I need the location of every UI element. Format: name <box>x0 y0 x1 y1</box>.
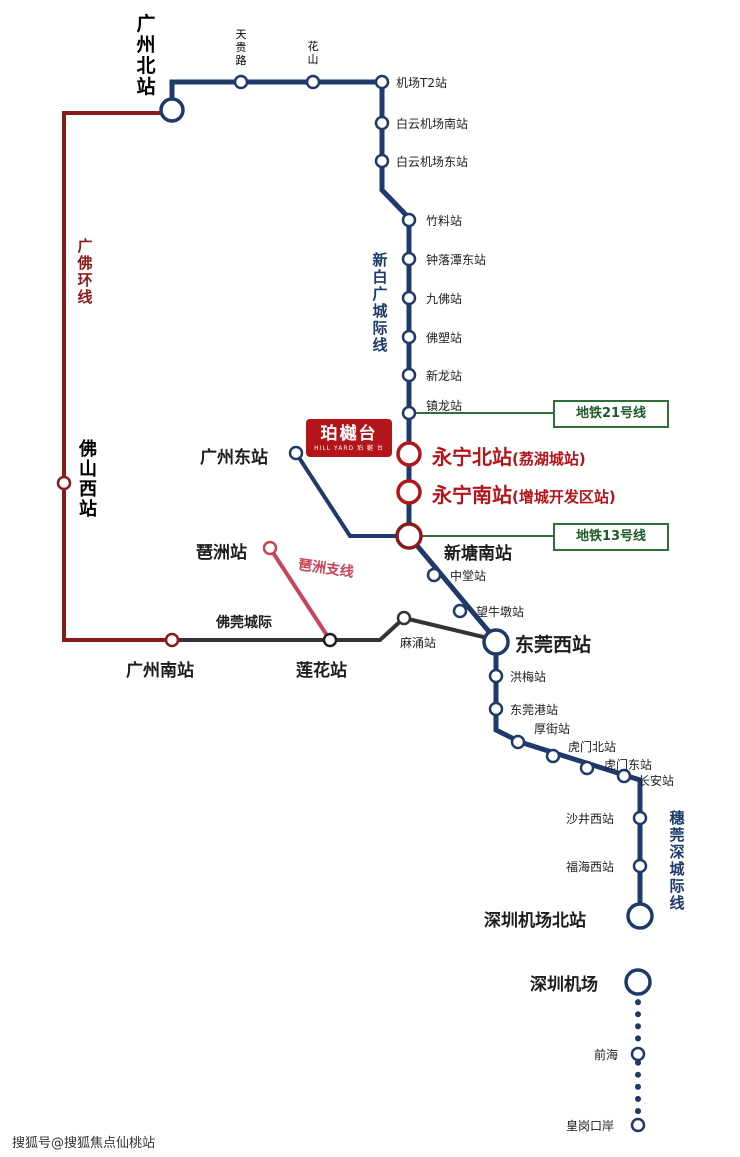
pazhou-label: 琶洲站 <box>196 543 247 563</box>
station-dot-dgxi <box>482 628 510 656</box>
station-dot-byjcdong <box>374 153 390 169</box>
wangniudun-label: 望牛墩站 <box>476 605 525 619</box>
station-dot-houjie <box>510 734 526 750</box>
xinlong-label: 新龙站 <box>426 369 463 383</box>
metro21-box: 地铁21号线 <box>553 400 669 428</box>
yongningbei-sub: (荔湖城站) <box>512 450 586 468</box>
station-dot-gzdong <box>288 445 304 461</box>
hongmei-label: 洪梅站 <box>510 670 547 684</box>
station-dot-huashan <box>305 74 321 90</box>
brand-name: 珀樾台 <box>320 424 378 444</box>
station-dot-hongmei <box>488 668 504 684</box>
south-line-label: 穗莞深城际线 <box>669 809 685 912</box>
station-dot-zhenlong <box>401 405 417 421</box>
changan-label: 长安站 <box>638 774 675 788</box>
brand-logo: 珀樾台 HILL YARD 珀 樾 台 <box>306 419 392 457</box>
station-dot-gzbei <box>159 97 185 123</box>
zhongluotan-label: 钟落潭东站 <box>426 253 487 267</box>
station-dot-pazhou <box>262 540 278 556</box>
metro13-box: 地铁13号线 <box>553 523 669 551</box>
station-dot-byjcnan <box>374 115 390 131</box>
byjcdong-label: 白云机场东站 <box>396 155 469 169</box>
lianhua-label: 莲花站 <box>296 661 347 681</box>
foguan-line <box>172 615 497 642</box>
tianguilu-label: 天贵路 <box>235 28 247 67</box>
szjc-label: 深圳机场 <box>530 975 598 995</box>
station-dot-humendong <box>579 760 595 776</box>
loop-line-label: 广佛环线 <box>77 237 93 306</box>
brand-sub: HILL YARD 珀 樾 台 <box>314 445 384 452</box>
station-dot-shajingxi <box>632 810 648 826</box>
shajingxi-label: 沙井西站 <box>566 812 615 826</box>
pazhou-branch-line <box>268 546 332 642</box>
mayong-label: 麻涌站 <box>400 636 437 650</box>
houjie-label: 厚街站 <box>534 722 571 736</box>
fuhaixi-label: 福海西站 <box>566 860 615 874</box>
station-dot-szjc <box>624 968 652 996</box>
t2-label: 机场T2站 <box>396 76 447 90</box>
watermark: 搜狐号@搜狐焦点仙桃站 <box>12 1136 156 1151</box>
huanggang-label: 皇岗口岸 <box>566 1119 615 1133</box>
humenbei-label: 虎门北站 <box>568 740 617 754</box>
station-dot-xintangnan <box>395 522 423 550</box>
byjcnan-label: 白云机场南站 <box>396 117 469 131</box>
gzbei-label: 广州北站 <box>136 13 156 98</box>
zhuliao-label: 竹料站 <box>426 214 463 228</box>
yongningnan-label: 永宁南站(增城开发区站) <box>432 479 616 508</box>
station-dot-huanggang <box>630 1117 646 1133</box>
gzdong-label: 广州东站 <box>200 448 268 468</box>
fg-line-label: 佛莞城际 <box>216 615 272 631</box>
station-dot-zhuliao <box>401 212 417 228</box>
qianhai-label: 前海 <box>594 1048 619 1062</box>
station-dot-yongningnan <box>396 479 422 505</box>
station-dot-xinlong <box>401 367 417 383</box>
humendong-label: 虎门东站 <box>604 758 653 772</box>
station-dot-dggang <box>488 701 504 717</box>
gznan-label: 广州南站 <box>126 661 194 681</box>
huashan-label: 花山 <box>307 40 319 66</box>
station-dot-fosu <box>401 329 417 345</box>
station-dot-gznan <box>164 632 180 648</box>
fsxi-label: 佛山西站 <box>79 439 97 520</box>
station-dot-tianguilu <box>233 74 249 90</box>
station-dot-t2 <box>374 74 390 90</box>
station-dot-yongningbei <box>396 441 422 467</box>
dggang-label: 东莞港站 <box>510 703 559 717</box>
dgxi-label: 东莞西站 <box>515 634 592 656</box>
station-dot-fsxi <box>56 475 72 491</box>
xintangnan-label: 新塘南站 <box>444 544 512 564</box>
station-dot-zhongtang <box>426 567 442 583</box>
fosu-label: 佛塑站 <box>426 331 463 345</box>
main-line-label: 新白广城际线 <box>372 251 388 354</box>
guangfo-loop-line <box>62 111 172 642</box>
station-dot-wangniudun <box>452 603 468 619</box>
station-dot-szjcbei <box>626 902 654 930</box>
station-dot-zhongluotan <box>401 251 417 267</box>
zhenlong-label: 镇龙站 <box>426 399 463 413</box>
yongningbei-label: 永宁北站(荔湖城站) <box>432 441 586 470</box>
szjcbei-label: 深圳机场北站 <box>484 911 586 931</box>
zhongtang-label: 中堂站 <box>450 569 487 583</box>
jiufo-label: 九佛站 <box>426 292 463 306</box>
station-dot-jiufo <box>401 290 417 306</box>
gzdong-connector <box>294 451 410 538</box>
station-dot-fuhaixi <box>632 858 648 874</box>
station-dot-humenbei <box>545 748 561 764</box>
station-dot-changan <box>616 768 632 784</box>
station-dot-mayong <box>396 610 412 626</box>
yongningnan-name: 永宁南站 <box>432 483 512 507</box>
station-dot-lianhua <box>322 632 338 648</box>
yongningnan-sub: (增城开发区站) <box>512 488 616 506</box>
yongningbei-name: 永宁北站 <box>432 445 512 469</box>
station-dot-qianhai <box>630 1046 646 1062</box>
